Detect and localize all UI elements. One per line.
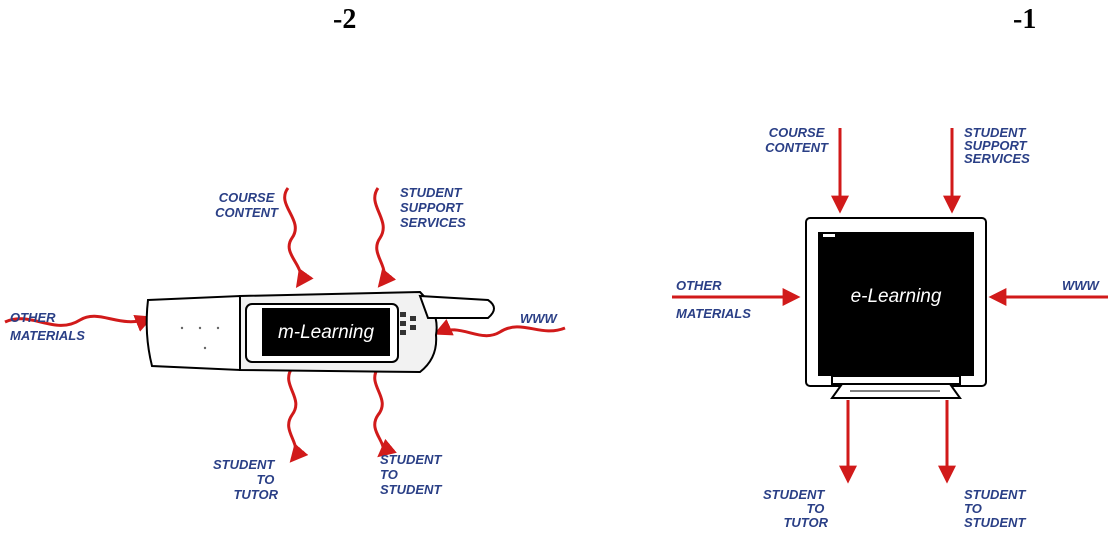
e-other-materials-label: OTHER MATERIALS [676,278,751,321]
wave-other-materials [4,314,154,332]
e-student-to-student-label: STUDENT TO STUDENT [964,487,1029,530]
wave-student-to-student [373,367,397,458]
wave-student-to-tutor [287,367,309,463]
e-learning-diagram: e-Learning COURSE CONTENT STUDENT SUPPOR… [672,125,1108,530]
m-learning-screen-label: m-Learning [278,322,375,343]
wave-course-content [283,187,314,288]
e-student-support-label: STUDENT SUPPORT SERVICES [964,125,1030,166]
m-www-label: WWW [520,311,559,326]
m-course-content-label: COURSE CONTENT [215,190,279,220]
figure-number-left: -2 [333,4,357,35]
m-learning-diagram: m-Learning COURSE CONTENT STUDENT SUPPOR… [4,185,566,502]
wave-student-support [373,187,397,288]
m-student-support-label: STUDENT SUPPORT SERVICES [400,185,466,230]
e-www-label: WWW [1062,278,1101,293]
e-learning-screen-label: e-Learning [851,286,942,307]
wave-www [433,318,566,338]
e-student-to-tutor-label: STUDENT TO TUTOR [763,487,829,530]
m-other-materials-label: OTHER MATERIALS [10,310,85,343]
mobile-device-icon: m-Learning [145,290,495,374]
m-student-to-student-label: STUDENT TO STUDENT [380,452,445,497]
m-student-to-tutor-label: STUDENT TO TUTOR [213,457,279,502]
computer-monitor-icon: e-Learning [805,217,987,399]
e-course-content-label: COURSE CONTENT [765,125,829,155]
figure-number-right: -1 [1013,4,1037,35]
